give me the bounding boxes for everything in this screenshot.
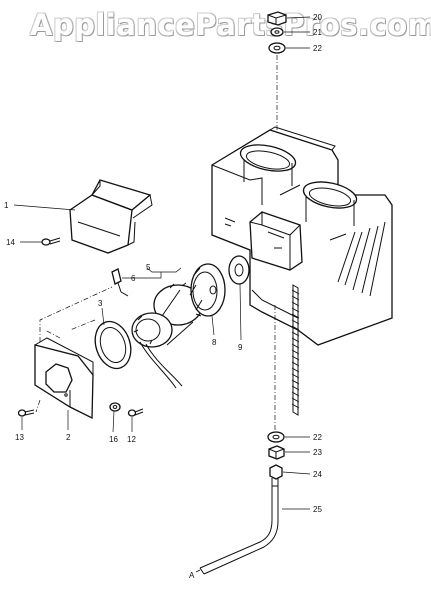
callout-24: 24 bbox=[313, 470, 322, 479]
part-14-screw[interactable] bbox=[41, 237, 61, 246]
watermark: AppliancePartsPros.com bbox=[30, 8, 431, 42]
part-23-nut[interactable] bbox=[268, 445, 285, 460]
part-1-cover[interactable] bbox=[69, 179, 153, 254]
callout-23: 23 bbox=[313, 448, 322, 457]
part-22-washer-bottom[interactable] bbox=[267, 431, 285, 443]
callout-3: 3 bbox=[98, 299, 103, 308]
part-2-plate[interactable] bbox=[34, 337, 94, 420]
callout-21: 21 bbox=[313, 28, 322, 37]
callout-6: 6 bbox=[131, 274, 136, 283]
callout-labels: 1 2 3 5 6 8 9 12 13 14 16 20 21 22 22 23… bbox=[4, 13, 322, 580]
part-6-sensor[interactable] bbox=[111, 268, 129, 297]
callout-2: 2 bbox=[66, 433, 71, 442]
callout-13: 13 bbox=[15, 433, 24, 442]
part-22-washer-top[interactable] bbox=[268, 42, 286, 54]
callout-20: 20 bbox=[313, 13, 322, 22]
part-20-nut[interactable] bbox=[267, 11, 287, 26]
part-16-washer[interactable] bbox=[109, 402, 121, 412]
part-8-fan-wheel[interactable] bbox=[189, 263, 226, 317]
callout-5: 5 bbox=[146, 263, 151, 272]
callout-14: 14 bbox=[6, 238, 15, 247]
alignment-lines bbox=[35, 55, 278, 432]
part-21-washer[interactable] bbox=[270, 27, 284, 37]
part-3-gasket[interactable] bbox=[89, 317, 136, 373]
callout-25: 25 bbox=[313, 505, 322, 514]
callout-12: 12 bbox=[127, 435, 136, 444]
callout-9: 9 bbox=[238, 343, 243, 352]
part-25-tube[interactable] bbox=[199, 486, 279, 575]
callout-22-bottom: 22 bbox=[313, 433, 322, 442]
part-5-motor[interactable] bbox=[131, 282, 203, 389]
part-24-fitting[interactable] bbox=[269, 464, 283, 487]
callout-1: 1 bbox=[4, 201, 9, 210]
part-9-washer[interactable] bbox=[228, 255, 250, 285]
part-12-screw[interactable] bbox=[127, 408, 144, 417]
part-13-screw[interactable] bbox=[17, 409, 35, 417]
callout-16: 16 bbox=[109, 435, 118, 444]
callout-8: 8 bbox=[212, 338, 217, 347]
callout-A: A bbox=[189, 571, 195, 580]
callout-22-top: 22 bbox=[313, 44, 322, 53]
leader-lines bbox=[13, 16, 311, 573]
main-housing[interactable] bbox=[211, 126, 393, 346]
threaded-rod[interactable] bbox=[291, 284, 300, 416]
